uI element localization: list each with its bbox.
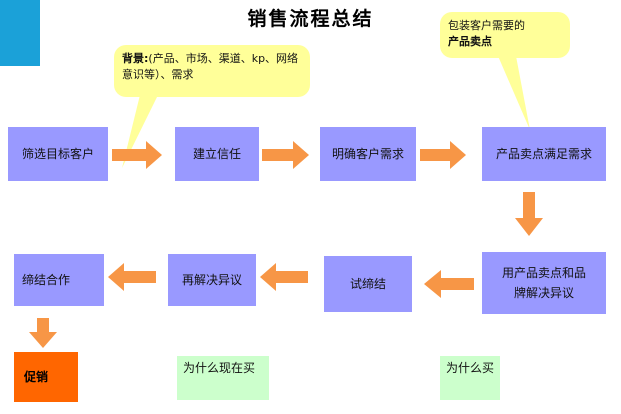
note-why-now-text: 为什么现在买 xyxy=(183,361,256,375)
step-close-deal: 缔结合作 xyxy=(14,254,104,306)
arrow-reresolve-to-close xyxy=(108,263,156,291)
selling-point-callout-tail xyxy=(498,56,530,130)
step-clarify-needs: 明确客户需求 xyxy=(320,127,416,181)
step-resolve-objections-label: 用产品卖点和品牌解决异议 xyxy=(501,266,586,300)
step-resolve-objections: 用产品卖点和品牌解决异议 xyxy=(482,252,606,314)
arrow-screen-to-trust xyxy=(112,141,162,169)
arrow-resolve-to-trial xyxy=(424,270,474,298)
step-promotion: 促销 xyxy=(14,352,78,402)
note-why: 为什么买 xyxy=(440,356,500,400)
note-why-text: 为什么买 xyxy=(446,361,495,375)
selling-point-line2: 产品卖点 xyxy=(448,35,492,48)
step-re-resolve: 再解决异议 xyxy=(168,254,256,306)
step-build-trust-label: 建立信任 xyxy=(192,147,241,161)
step-clarify-needs-label: 明确客户需求 xyxy=(331,147,404,161)
step-promotion-label: 促销 xyxy=(24,370,49,384)
step-re-resolve-label: 再解决异议 xyxy=(181,273,242,287)
step-trial-close-label: 试缔结 xyxy=(349,277,386,291)
arrow-close-to-promo xyxy=(29,318,57,348)
arrow-trust-to-needs xyxy=(262,141,309,169)
arrow-needs-to-meet xyxy=(420,141,466,169)
background-callout-label: 背景: xyxy=(122,52,149,65)
step-trial-close: 试缔结 xyxy=(324,256,412,312)
step-screen-customers-label: 筛选目标客户 xyxy=(21,147,94,161)
corner-accent xyxy=(0,0,40,66)
step-screen-customers: 筛选目标客户 xyxy=(8,127,108,181)
arrow-trial-to-reresolve xyxy=(260,263,308,291)
note-why-now: 为什么现在买 xyxy=(177,356,269,400)
arrow-meet-to-resolve xyxy=(515,192,543,236)
page-title: 销售流程总结 xyxy=(247,8,374,30)
step-meet-needs-label: 产品卖点满足需求 xyxy=(495,147,592,161)
selling-point-callout: 包装客户需要的 产品卖点 xyxy=(440,12,570,58)
step-build-trust: 建立信任 xyxy=(175,127,259,181)
selling-point-line1: 包装客户需要的 xyxy=(448,19,525,32)
background-callout: 背景:(产品、市场、渠道、kp、网络意识等）、需求 xyxy=(114,45,310,97)
step-close-deal-label: 缔结合作 xyxy=(22,273,71,287)
step-meet-needs: 产品卖点满足需求 xyxy=(482,127,606,181)
background-callout-text: (产品、市场、渠道、kp、网络意识等）、需求 xyxy=(122,52,299,81)
